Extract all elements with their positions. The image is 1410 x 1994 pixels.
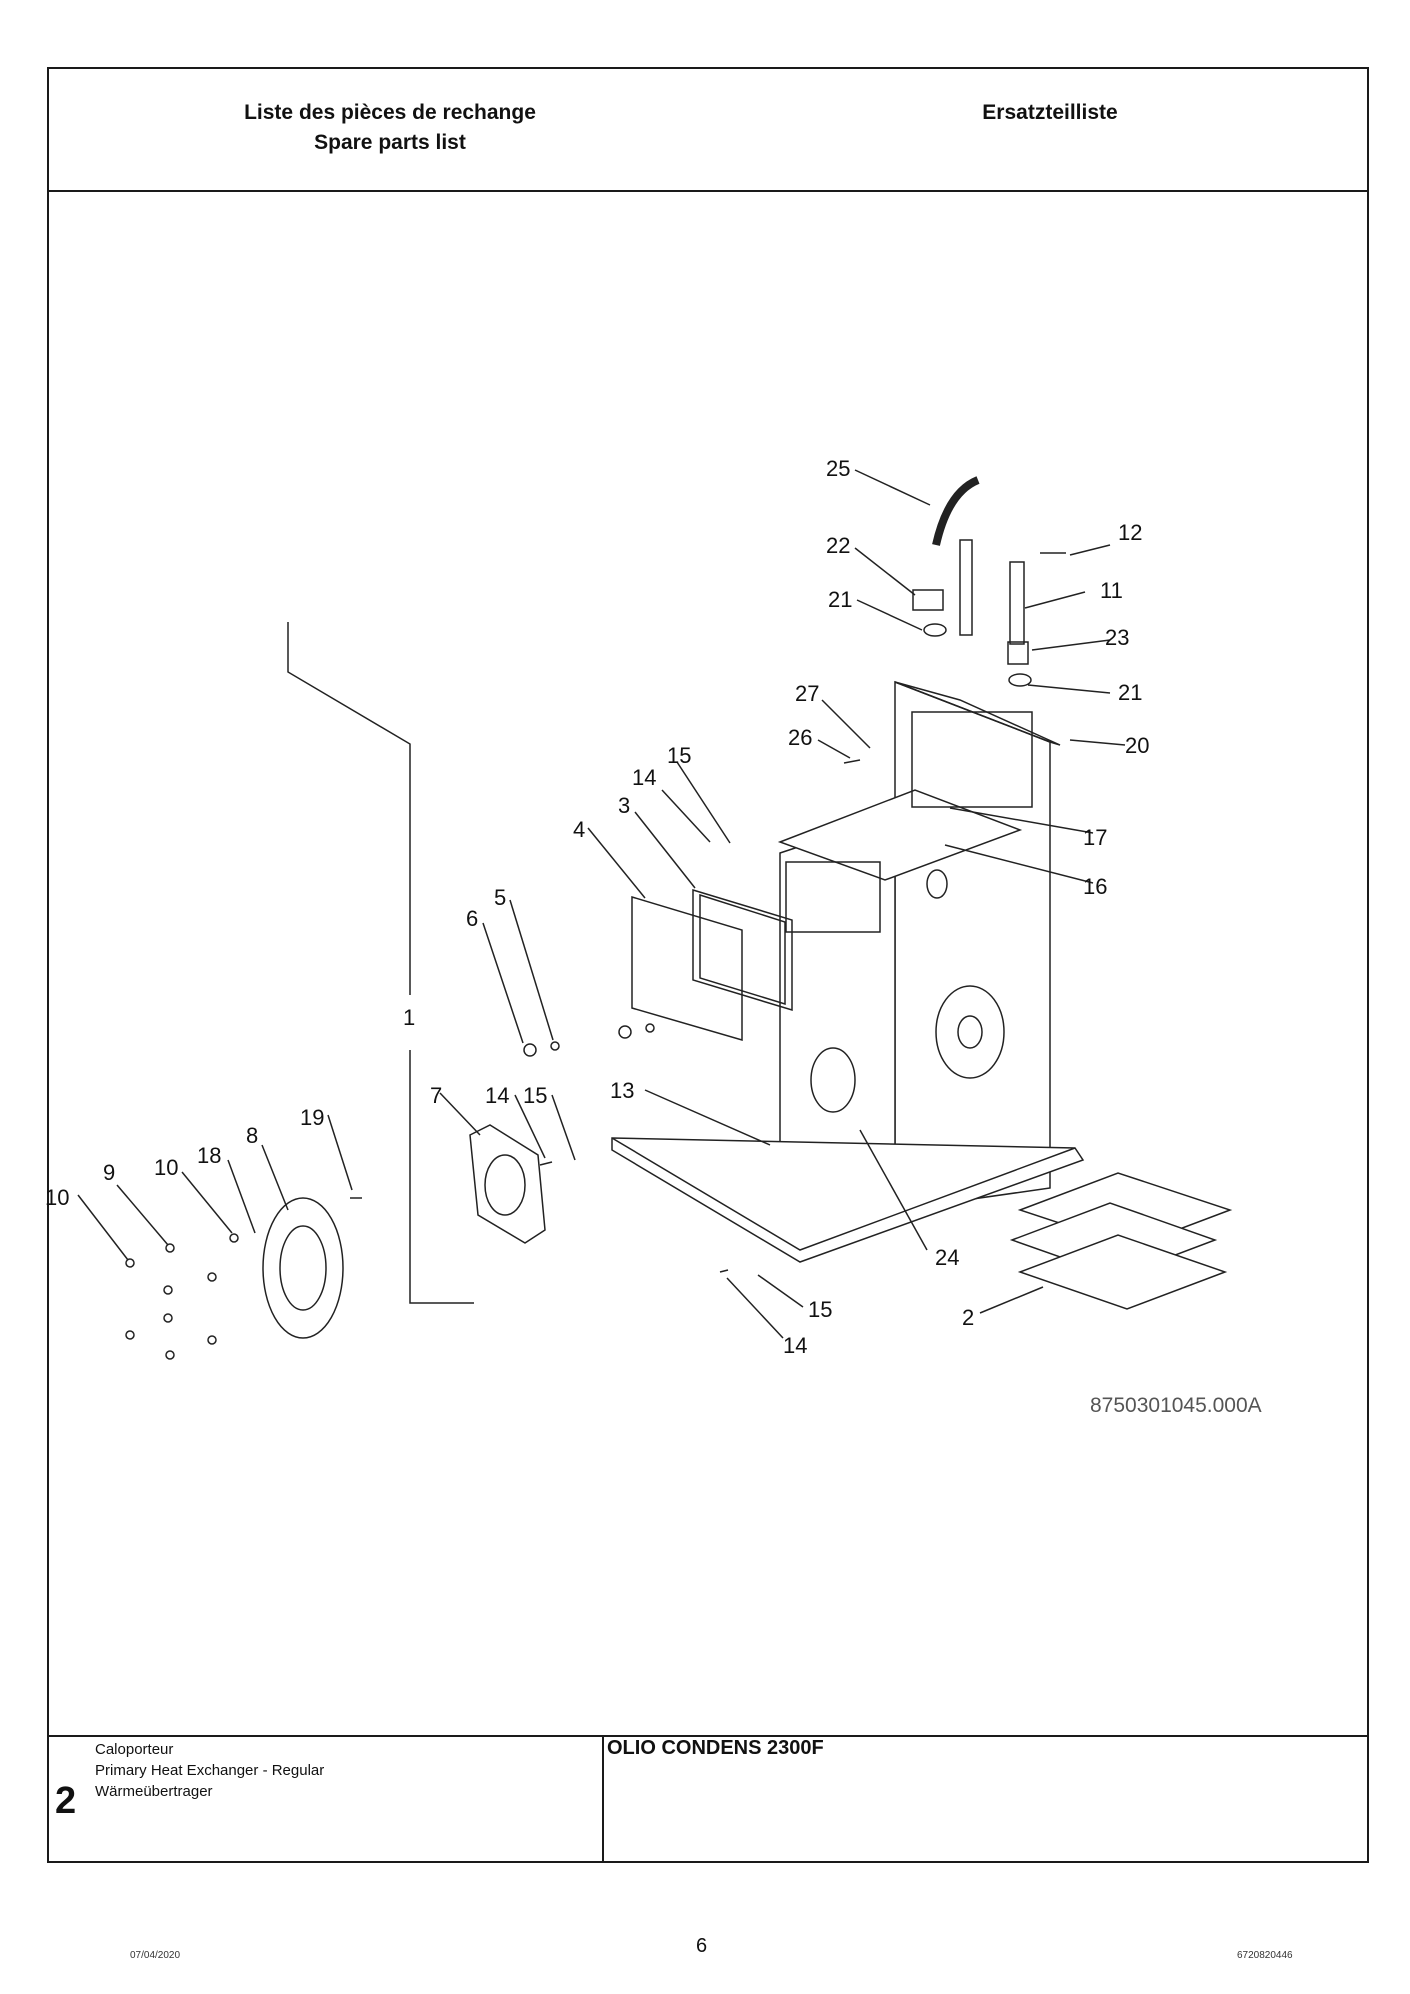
- burner-flange-outer: [262, 1197, 344, 1339]
- assembly-bracket-lower: [409, 1050, 474, 1304]
- callout-27: 27: [795, 681, 819, 706]
- boiler-front-flue: [785, 861, 881, 933]
- callout-7: 7: [430, 1083, 442, 1108]
- callout-26: 26: [788, 725, 812, 750]
- seal-ring-left: [923, 623, 947, 637]
- burner-flange-inner: [279, 1225, 327, 1311]
- nut-a: [163, 1285, 173, 1295]
- callout-14-upper: 14: [632, 765, 656, 790]
- footer-desc-german: Wärmeübertrager: [95, 1783, 213, 1800]
- nut-9: [165, 1243, 175, 1253]
- callout-21-upper: 21: [828, 587, 852, 612]
- flange-gasket-hole: [484, 1154, 526, 1216]
- title-german: Ersatzteilliste: [982, 101, 1118, 124]
- section-number: 2: [55, 1780, 77, 1822]
- nut-6: [523, 1043, 537, 1057]
- title-french: Liste des pièces de rechange: [244, 101, 536, 124]
- callout-17: 17: [1083, 825, 1107, 850]
- callout-19: 19: [300, 1105, 324, 1130]
- callout-15-upper: 15: [667, 743, 691, 768]
- footer-divider: [47, 1735, 1369, 1737]
- callout-9: 9: [103, 1160, 115, 1185]
- callout-16: 16: [1083, 874, 1107, 899]
- seal-ring-right: [1008, 673, 1032, 687]
- callout-13: 13: [610, 1078, 634, 1103]
- nut-left: [618, 1025, 632, 1039]
- callout-12: 12: [1118, 520, 1142, 545]
- callout-1: 1: [403, 1005, 415, 1030]
- sensor-well-left: [959, 539, 973, 636]
- callout-18: 18: [197, 1143, 221, 1168]
- cleaning-cover-gasket: [692, 888, 793, 1012]
- bolt-26: [843, 759, 861, 764]
- callout-15-lower: 15: [808, 1297, 832, 1322]
- insulation-plate-3: [1017, 1234, 1228, 1310]
- sensor-well: [1009, 561, 1025, 645]
- callout-10-left: 10: [45, 1185, 69, 1210]
- washer-5: [550, 1041, 560, 1051]
- print-date: 07/04/2020: [130, 1950, 181, 1961]
- connection-pipe: [932, 476, 980, 546]
- callout-20: 20: [1125, 733, 1149, 758]
- nut-d: [125, 1330, 135, 1340]
- base-tray: [611, 1137, 1085, 1263]
- boiler-side-port-outer: [935, 985, 1005, 1079]
- callout-5: 5: [494, 885, 506, 910]
- callout-14-lower: 14: [783, 1333, 807, 1358]
- drawing-reference: 8750301045.000A: [1090, 1394, 1262, 1417]
- callout-14-middle: 14: [485, 1083, 509, 1108]
- footer-desc-english: Primary Heat Exchanger - Regular: [95, 1762, 325, 1779]
- document-id: 6720820446: [1237, 1950, 1293, 1961]
- callout-4: 4: [573, 817, 585, 842]
- callout-10-middle: 10: [154, 1155, 178, 1180]
- callout-23: 23: [1105, 625, 1129, 650]
- top-fitting: [926, 869, 948, 899]
- base-tray-edge: [611, 1137, 1076, 1251]
- boiler-front-port: [810, 1047, 856, 1113]
- nut-22: [912, 589, 944, 611]
- nut-18: [229, 1233, 239, 1243]
- model-name: OLIO CONDENS 2300F: [607, 1737, 824, 1759]
- callout-15-middle: 15: [523, 1083, 547, 1108]
- nut-e: [207, 1335, 217, 1345]
- assembly-bracket-upper: [287, 622, 411, 995]
- footer-vertical-divider: [602, 1735, 604, 1863]
- boiler-side-panel: [894, 680, 1051, 1211]
- nut-10: [125, 1258, 135, 1268]
- washer-left: [645, 1023, 655, 1033]
- boiler-side-port-inner: [957, 1015, 983, 1049]
- cleaning-cover-gasket-inner: [699, 893, 786, 1006]
- bolt-14: [539, 1161, 553, 1166]
- callout-24: 24: [935, 1245, 959, 1270]
- footer-desc-french: Caloporteur: [95, 1741, 174, 1758]
- boiler-top-plate: [777, 789, 1023, 881]
- callout-11: 11: [1100, 578, 1123, 603]
- header-divider: [47, 190, 1369, 192]
- callout-6: 6: [466, 906, 478, 931]
- page-number: 6: [696, 1935, 708, 1957]
- title-english: Spare parts list: [314, 131, 466, 154]
- callout-25: 25: [826, 456, 850, 481]
- callout-3: 3: [618, 793, 630, 818]
- callout-2: 2: [962, 1305, 974, 1330]
- bolt-14b: [719, 1269, 729, 1273]
- adapter-23: [1007, 641, 1029, 665]
- nut-f: [165, 1350, 175, 1360]
- cleaning-cover: [631, 895, 743, 1041]
- boiler-upper-opening: [911, 711, 1033, 808]
- nut-b: [207, 1272, 217, 1282]
- nut-c: [163, 1313, 173, 1323]
- flange-gasket: [469, 1124, 546, 1244]
- callout-21-right: 21: [1118, 680, 1142, 705]
- callout-8: 8: [246, 1123, 258, 1148]
- boiler-top-edge: [894, 681, 1061, 746]
- page-frame: [47, 67, 1369, 1863]
- callout-22: 22: [826, 533, 850, 558]
